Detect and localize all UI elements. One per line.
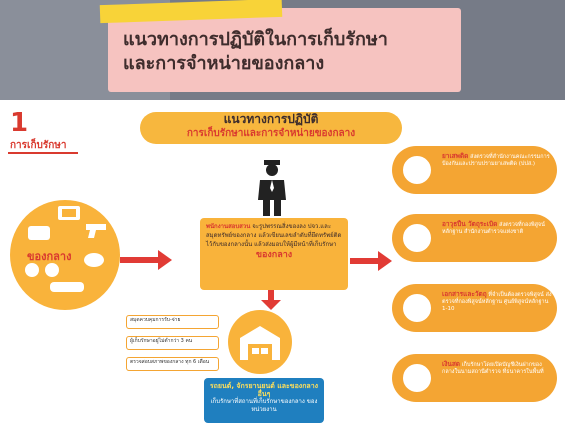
warehouse-circle	[228, 310, 292, 374]
headline-line1: แนวทางการปฏิบัติในการเก็บรักษา	[123, 29, 388, 50]
right-item-drugs-text: ยาเสพติด ส่งตรวจที่สำนักงานคณะกรรมการป้อ…	[442, 152, 550, 168]
section-label: การเก็บรักษา	[10, 140, 67, 151]
checklist-item: ตรวจสอบสภาพของกลาง ทุก 6 เดือน	[126, 357, 219, 371]
process-lead: พนักงานสอบสวน	[206, 223, 251, 230]
process-text: จะรูปพรรณสิ่งของลง ปจว.และสมุดทรัพย์ของก…	[206, 223, 342, 248]
process-bottom: ของกลาง	[255, 250, 293, 260]
gun-icon	[398, 219, 436, 257]
right-item-documents-text: เอกสารและวัตถุ ที่จำเป็นต้องตรวจพิสูจน์ …	[442, 290, 552, 313]
document-icon	[398, 289, 436, 327]
arrow-right-2	[350, 258, 380, 264]
warehouse-icon	[240, 326, 280, 360]
arrow-down-head	[261, 300, 281, 310]
checklist-item: สมุดควบคุมการรับ-จ่าย	[126, 315, 219, 329]
section-title: 1 การเก็บรักษา	[10, 110, 67, 153]
evidence-items-icon	[25, 206, 106, 292]
checklist-item: ผู้เก็บรักษาอยู่ไม่ต่ำกว่า 3 คน	[126, 336, 219, 350]
arrow-right-1-head	[158, 250, 172, 270]
vehicle-storage-box: รถยนต์, จักรยานยนต์ และของกลางอื่นๆ เก็บ…	[204, 378, 324, 423]
section-number: 1	[10, 108, 29, 138]
banner: แนวทางการปฏิบัติ การเก็บรักษาและการจำหน่…	[140, 112, 402, 144]
vehicle-storage-text: เก็บรักษาที่สถานที่เก็บรักษาของกลาง ของห…	[210, 398, 318, 413]
headline-line2: และการจำหน่ายของกลาง	[123, 53, 325, 74]
right-item-cash-text: เงินสด เก็บรักษาโดยเปิดบัญชีเงินฝากของกล…	[442, 360, 544, 376]
pill-icon	[398, 151, 436, 189]
process-box: พนักงานสอบสวน จะรูปพรรณสิ่งของลง ปจว.และ…	[200, 218, 348, 290]
banner-title: แนวทางการปฏิบัติ	[223, 112, 319, 126]
vehicle-storage-title: รถยนต์, จักรยานยนต์ และของกลางอื่นๆ	[209, 382, 319, 398]
headline: แนวทางการปฏิบัติในการเก็บรักษา และการจำห…	[123, 28, 463, 76]
banner-subtitle: การเก็บรักษาและการจำหน่ายของกลาง	[186, 128, 356, 139]
arrow-right-2-head	[378, 251, 392, 271]
arrow-right-1	[120, 257, 160, 263]
officer-icon	[258, 160, 286, 216]
cash-icon	[398, 359, 436, 397]
arrow-down	[268, 290, 274, 302]
evidence-circle	[10, 200, 120, 310]
infographic: 1 การเก็บรักษา แนวทางการปฏิบัติ การเก็บร…	[0, 100, 565, 423]
right-item-weapons-text: อาวุธปืน วัตถุระเบิด ส่งตรวจที่กองพิสูจน…	[442, 220, 545, 236]
headline-card	[108, 8, 461, 92]
section-divider	[8, 152, 78, 154]
evidence-label: ของกลาง	[27, 250, 72, 263]
